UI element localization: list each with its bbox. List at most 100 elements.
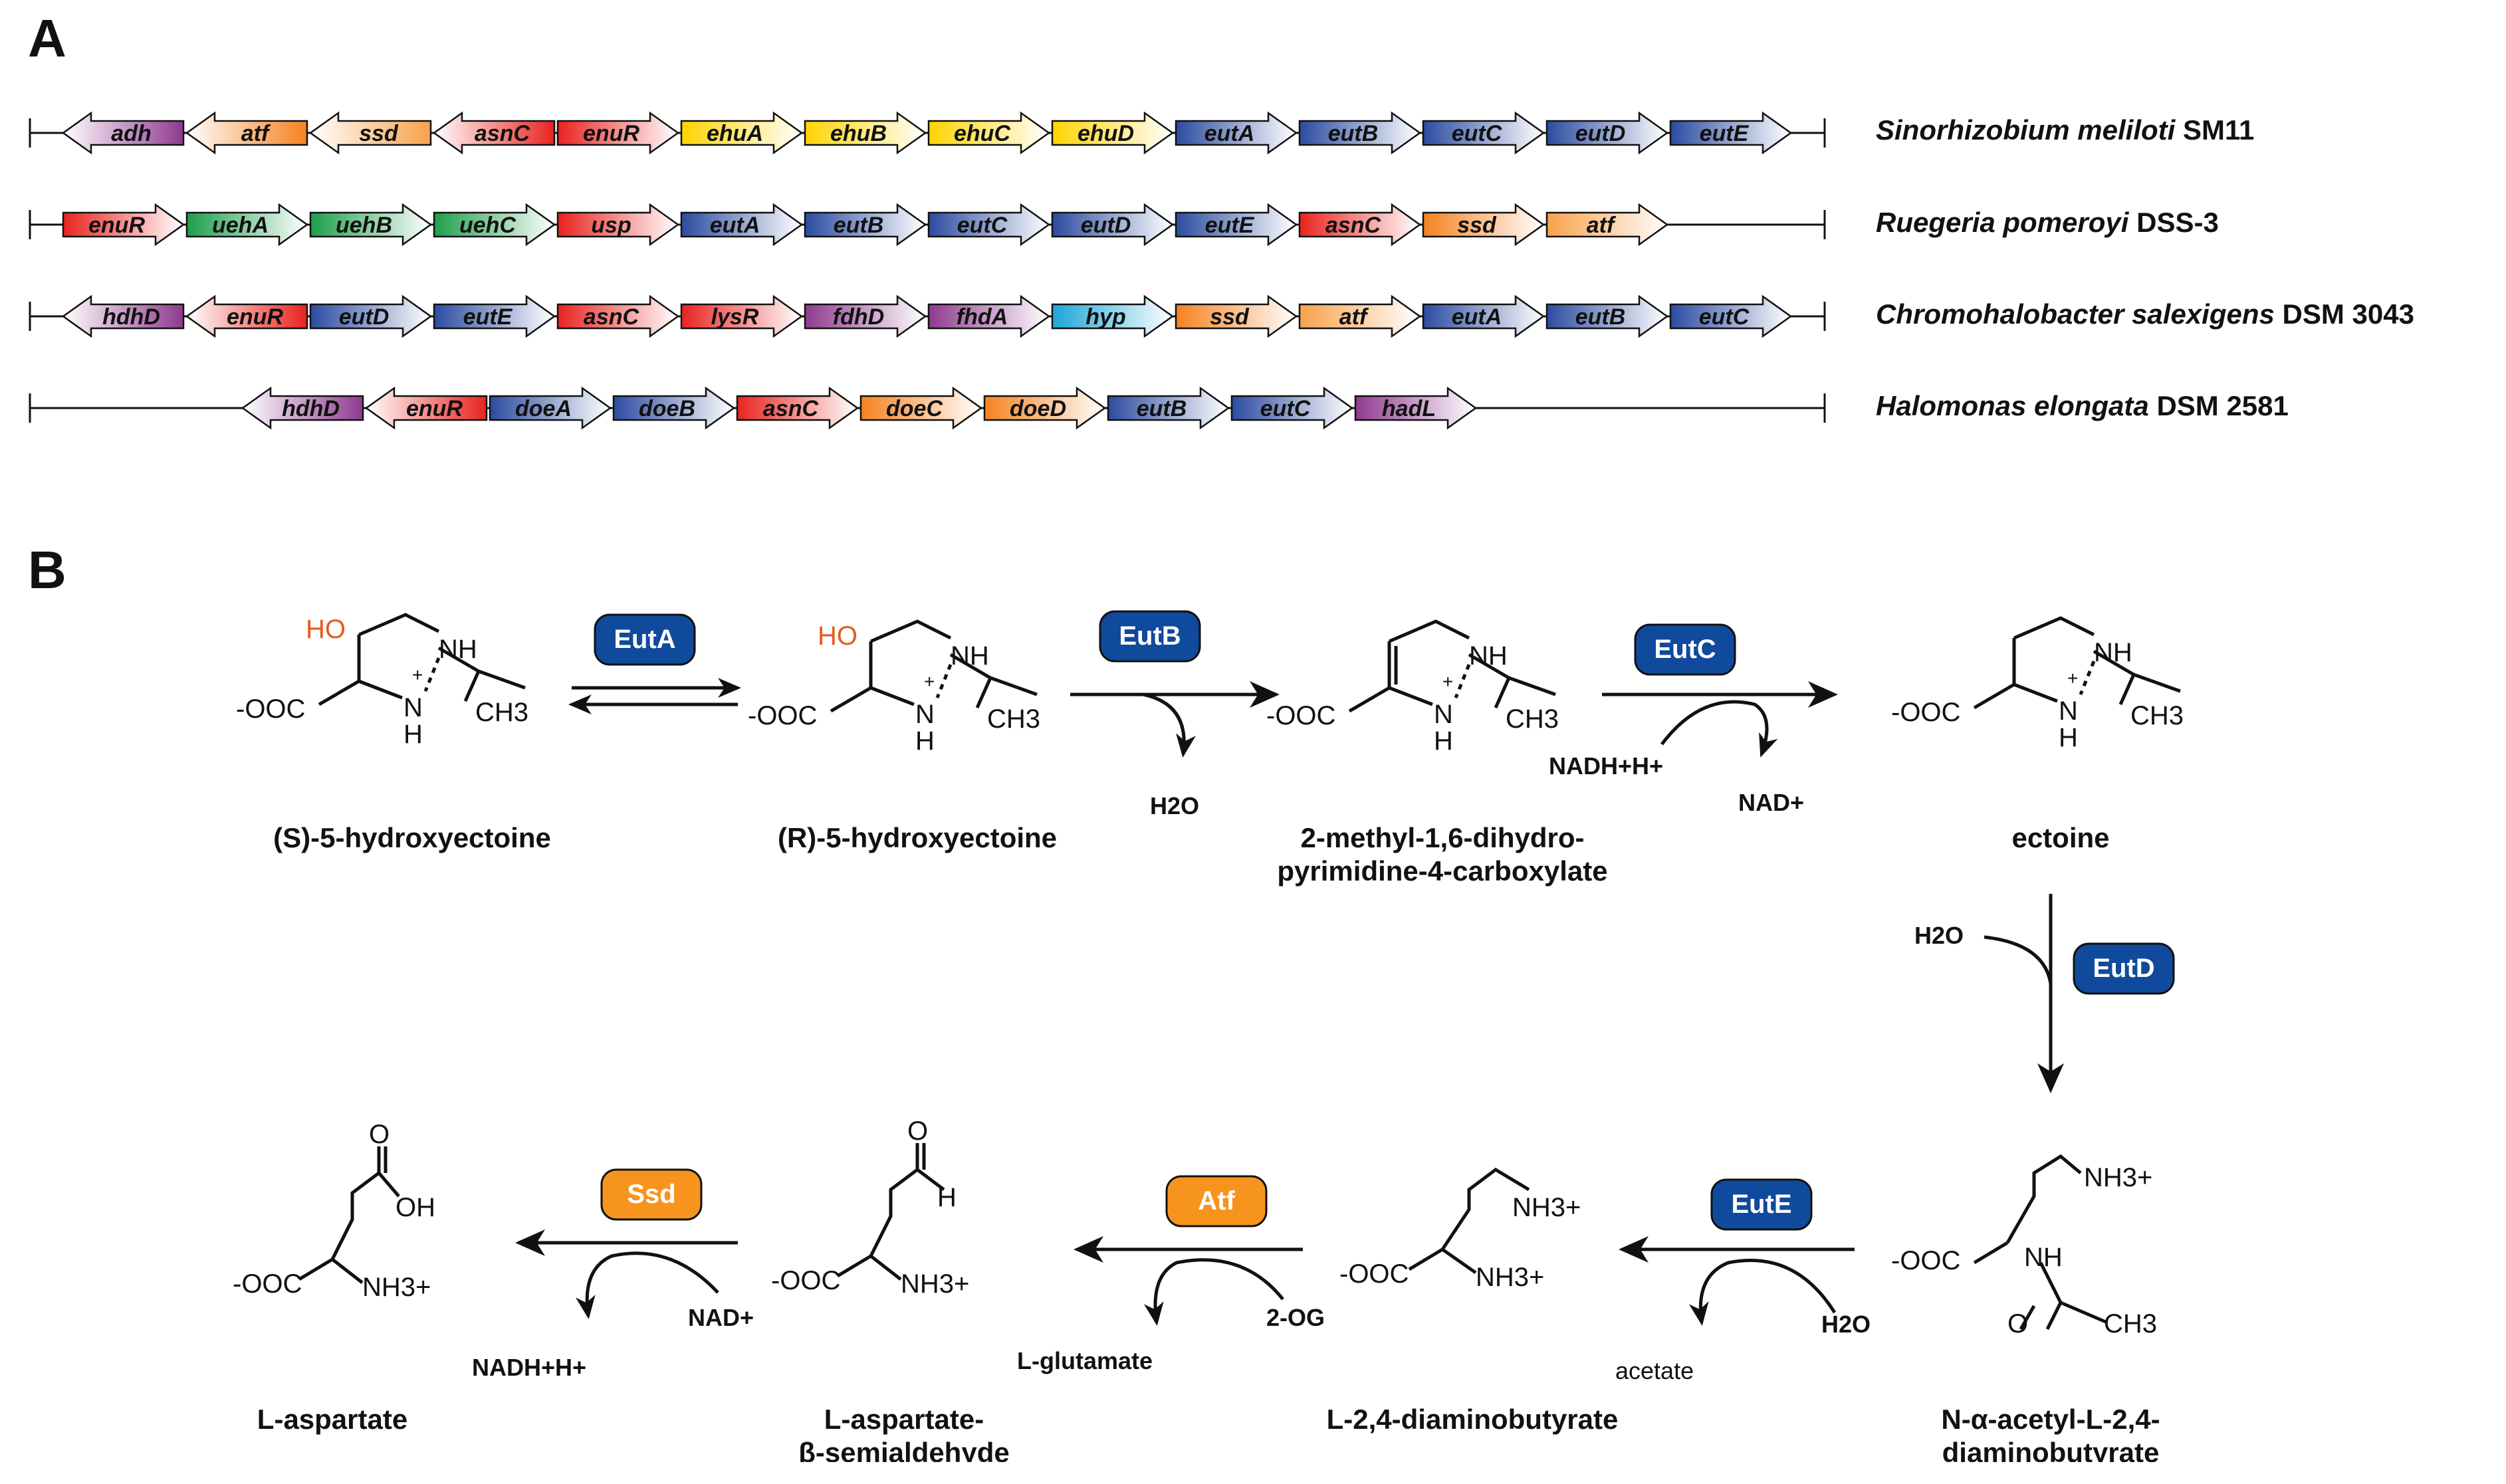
svg-text:Atf: Atf [1198,1186,1235,1216]
structure-s-hydroxyectoine [318,613,526,706]
gene-label: doeB [639,396,695,421]
gene-label: ehuD [1078,121,1134,146]
gene-arrow [1298,111,1422,155]
gene-label: eutB [1137,396,1187,421]
charge-label: + [2067,668,2078,689]
organism-label: Halomonas elongata DSM 2581 [1876,390,2289,421]
gene-arrow [309,294,433,338]
gene-label: doeD [1010,396,1066,421]
enzyme-euta: EutA [594,613,696,666]
gene-arrow [1230,386,1354,430]
ammonium-label: NH3+ [2084,1163,2152,1192]
gene-arrow [1545,111,1669,155]
gene-label: asnC [584,304,639,330]
n-label: N [2059,696,2078,726]
svg-text:EutB: EutB [1119,621,1181,651]
gene-label: adh [111,121,151,146]
gene-arrow [1422,294,1545,338]
gene-arrow [1669,111,1793,155]
structure-ectoine [1973,616,2181,710]
ammonium-label: NH3+ [1476,1263,1544,1292]
byproduct-acetate: acetate [1615,1357,1694,1384]
gene-label: eutC [1260,396,1311,421]
gene-label: eutC [957,213,1008,238]
compound-nac-dab-line1: N-α-acetyl-L-2,4- [1941,1404,2160,1435]
gene-label: eutA [710,213,760,238]
gene-arrow [680,111,804,155]
svg-text:EutD: EutD [2093,954,2154,983]
ectoine-catabolic-pathway: EutA EutB EutC EutD EutE Atf Ssd HO NH N… [233,610,2184,1462]
h-label: H [1434,726,1453,756]
gene-arrow [612,386,736,430]
enzyme-eute: EutE [1710,1178,1813,1231]
gene-label: ehuB [830,121,887,146]
h-label: H [915,726,935,756]
svg-text:EutA: EutA [614,625,675,654]
svg-text:EutE: EutE [1731,1190,1791,1219]
gene-label: ehuA [707,121,763,146]
structure-dab [1408,1167,1530,1275]
structure-r-hydroxyectoine [830,619,1038,713]
structure-aspartate [298,1146,400,1284]
gene-label: fdhD [833,304,884,330]
gene-arrow [489,386,612,430]
charge-label: + [1442,671,1453,692]
gene-arrow [62,203,185,247]
gene-arrow [432,111,556,155]
gene-label: doeA [515,396,572,421]
gene-arrow [556,203,680,247]
panel-a-label: A [28,9,66,68]
gene-label: ssd [1457,213,1497,238]
ch3-label: CH3 [987,704,1040,734]
ammonium-label: NH3+ [1512,1193,1581,1222]
gene-label: eutA [1204,121,1255,146]
gene-arrow [804,111,927,155]
gene-label: doeC [886,396,943,421]
nh-label: NH [951,641,989,671]
gene-arrow [308,111,432,155]
carbonyl-o-label: O [907,1116,928,1146]
carboxylate-label: -OOC [748,701,817,730]
eutb-side-arrow [1143,692,1196,758]
gene-label: eutB [1575,304,1626,330]
gene-arrow [185,294,308,338]
gene-arrow [309,203,433,247]
gene-label: asnC [475,121,530,146]
hydroxyl-label: HO [306,615,346,644]
compound-s-hydroxyectoine: (S)-5-hydroxyectoine [273,822,551,853]
gene-arrow [1545,294,1669,338]
carboxylate-label: -OOC [1891,698,1960,727]
ch3-label: CH3 [2104,1309,2157,1338]
cofactor-2og: 2-OG [1266,1304,1325,1331]
enzyme-eutc: EutC [1634,623,1736,676]
gene-arrow [433,294,556,338]
compound-dihydropyrimidine-line2: pyrimidine-4-carboxylate [1277,855,1607,887]
gene-arrow [804,294,927,338]
cofactor-h2o: H2O [1150,792,1199,819]
n-label: N [915,700,935,729]
carboxylate-label: -OOC [1339,1259,1409,1289]
carbonyl-o-label: O [2007,1309,2028,1338]
product-glutamate: L-glutamate [1017,1347,1153,1374]
gene-arrow [1422,203,1545,247]
gene-label: eutC [1699,304,1750,330]
hydroxyl-label: OH [396,1193,435,1222]
cofactor-h2o: H2O [1914,922,1964,949]
gene-label: asnC [763,396,819,421]
carboxylate-label: -OOC [1891,1246,1960,1275]
gene-arrow [680,203,804,247]
gene-arrow [433,203,556,247]
compound-asa-line1: L-aspartate- [824,1404,984,1435]
structure-n-acetyl-dab [1973,1154,2108,1330]
gene-arrow [364,386,488,430]
structure-aspartate-semialdehyde [836,1143,945,1281]
cofactor-nadh: NADH+H+ [1549,752,1663,780]
cofactor-nadh: NADH+H+ [472,1354,586,1381]
ssd-side-arrow [575,1251,719,1319]
ch3-label: CH3 [475,698,528,727]
gene-label: lysR [711,304,759,330]
gene-label: enuR [227,304,283,330]
gene-arrow [61,111,185,155]
